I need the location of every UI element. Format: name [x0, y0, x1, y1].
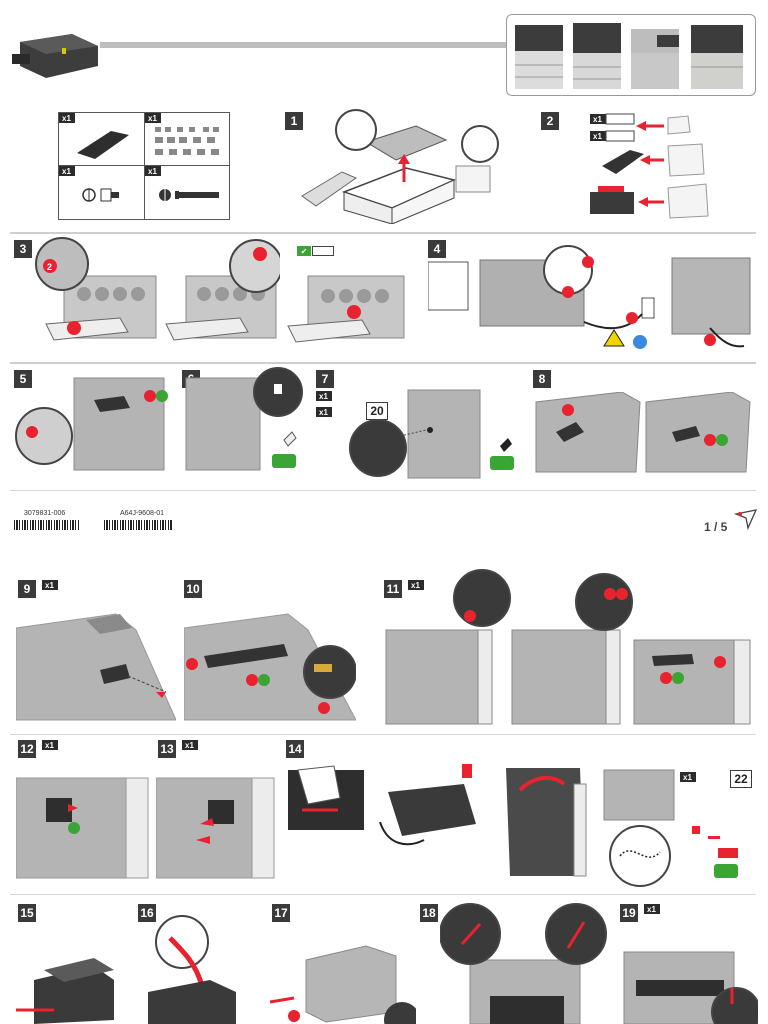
step13-qty: x1 — [182, 740, 198, 750]
section-divider — [10, 490, 756, 491]
kit-qty-4: x1 — [145, 166, 161, 176]
step-number-13: 13 — [158, 740, 176, 758]
step11-remove-panel-illustration — [385, 569, 751, 725]
step3-check-icon: ✔ — [297, 246, 311, 256]
step-number-8: 8 — [533, 370, 551, 388]
kit-qty-1: x1 — [59, 113, 75, 123]
section-divider — [10, 232, 756, 234]
printer-models-panel — [506, 14, 756, 96]
section-divider — [10, 734, 756, 735]
step12-remove-plate-illustration — [16, 777, 149, 879]
page-corner-icon — [734, 509, 758, 530]
step-number-10: 10 — [184, 580, 202, 598]
step-number-9: 9 — [18, 580, 36, 598]
step-number-17: 17 — [272, 904, 290, 922]
step2-qty-2: x1 — [590, 131, 606, 141]
step-number-5: 5 — [14, 370, 32, 388]
step15-finisher-illustration — [16, 958, 114, 1024]
step-number-1: 1 — [285, 112, 303, 130]
step3-open-door-illustration-b — [165, 239, 280, 341]
step-number-19: 19 — [620, 904, 638, 922]
step10-install-guide-illustration — [184, 613, 356, 721]
step-number-18: 18 — [420, 904, 438, 922]
section-divider — [10, 894, 756, 895]
step9-qty: x1 — [42, 580, 58, 590]
part-number: A64J-9608-01 — [120, 510, 164, 517]
step14-see-step-22: 22 — [730, 770, 752, 788]
step-number-14: 14 — [286, 740, 304, 758]
step2-qty-1: x1 — [590, 114, 606, 124]
kit-qty-3: x1 — [59, 166, 75, 176]
svg-text:2: 2 — [47, 262, 52, 272]
step9-attach-rail-illustration — [16, 613, 176, 721]
step-number-4: 4 — [428, 240, 446, 258]
step-number-12: 12 — [18, 740, 36, 758]
step12-qty: x1 — [42, 740, 58, 750]
step7-qty-2: x1 — [316, 407, 332, 417]
step19-qty: x1 — [644, 904, 660, 914]
page-indicator: 1 / 5 — [704, 520, 728, 534]
step8-attach-bracket-illustration — [535, 392, 751, 473]
step4-power-cord-illustration — [428, 245, 751, 349]
step16-remove-tape-illustration — [148, 915, 236, 1024]
step-number-2: 2 — [541, 112, 559, 130]
part-barcode — [104, 520, 172, 530]
step1-unpacking-illustration — [301, 109, 499, 224]
step-number-3: 3 — [14, 240, 32, 258]
step3-close-door-illustration — [287, 275, 405, 343]
step-number-15: 15 — [18, 904, 36, 922]
step5-remove-cover-illustration — [15, 377, 168, 471]
step13-install-plate-illustration — [156, 777, 275, 879]
bracket-part-icon — [77, 131, 129, 159]
step7-install-bracket-illustration — [349, 389, 514, 479]
documentation-sheet-icon — [155, 127, 219, 155]
kit-qty-2: x1 — [145, 113, 161, 123]
header-bar — [100, 42, 506, 48]
step3-screw-icon — [312, 246, 334, 256]
step2-remove-packaging-illustration — [590, 113, 709, 219]
kit-contents-grid: x1 x1 x1 x1 — [58, 112, 230, 220]
step7-see-step-20: 20 — [366, 402, 388, 420]
section-divider — [10, 362, 756, 364]
finisher-product-image — [12, 28, 104, 84]
step14-prepare-finisher-illustration — [288, 764, 738, 887]
step14-qty: x1 — [680, 772, 696, 782]
step11-qty: x1 — [408, 580, 424, 590]
step-number-16: 16 — [138, 904, 156, 922]
step7-qty-1: x1 — [316, 391, 332, 401]
step6-remove-cap-illustration — [185, 367, 303, 471]
step19-secure-finisher-illustration — [623, 951, 758, 1024]
screw-long-icon — [159, 189, 219, 201]
document-barcode — [14, 520, 80, 530]
step17-align-finisher-illustration — [269, 945, 416, 1024]
step18-latch-illustration — [440, 903, 607, 1024]
document-number: 3079831-006 — [24, 510, 66, 517]
step-number-7: 7 — [316, 370, 334, 388]
screw-short-icon — [82, 188, 119, 202]
step-number-11: 11 — [384, 580, 402, 598]
step3-open-door-illustration-a: 2 — [35, 237, 157, 341]
